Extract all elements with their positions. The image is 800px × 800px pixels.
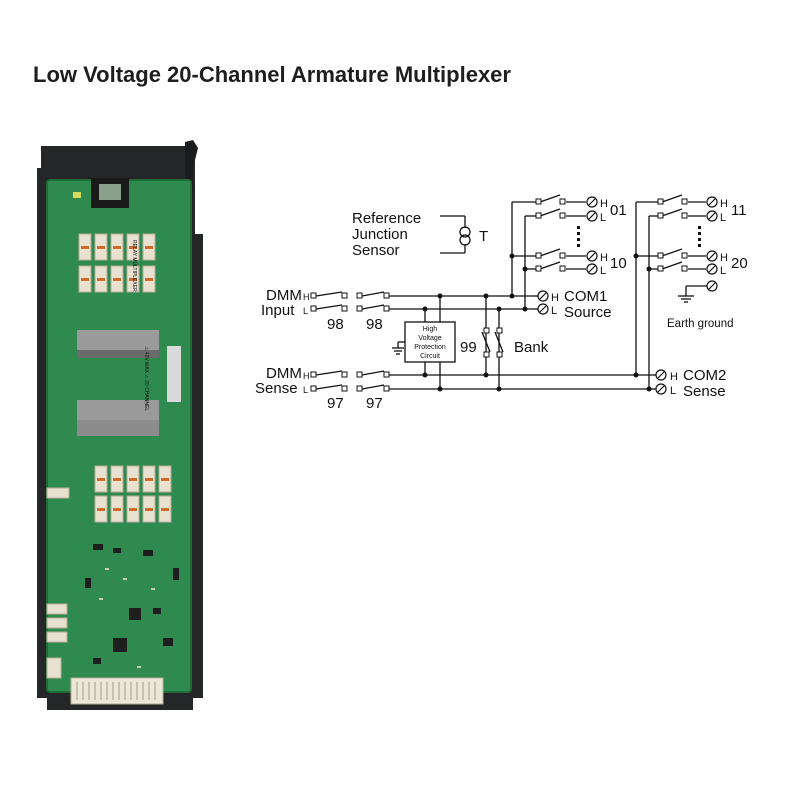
ch10-l: L xyxy=(600,265,606,277)
protection-line2: Voltage xyxy=(418,335,441,342)
relay-98-b: 98 xyxy=(366,316,383,333)
ch10-h: H xyxy=(600,252,608,264)
bank-label: Bank xyxy=(514,339,549,356)
dmm-sense-line2: Sense xyxy=(255,380,298,397)
dmm-sense-h: H xyxy=(303,371,310,381)
ref-sensor-line1: Reference xyxy=(352,210,421,227)
ch11-label: 11 xyxy=(731,202,747,219)
sense-label: Sense xyxy=(683,383,726,400)
relay-99-label: 99 xyxy=(460,339,477,356)
edge-connector xyxy=(70,677,164,705)
relay-98-a: 98 xyxy=(327,316,344,333)
com2-label: COM2 xyxy=(683,367,726,384)
label-sticker xyxy=(167,346,181,402)
ch20-label: 20 xyxy=(731,255,748,272)
ch01-h: H xyxy=(600,198,608,210)
ref-sensor-line2: Junction xyxy=(352,226,408,243)
dmm-input-h: H xyxy=(303,292,310,302)
ch11-l: L xyxy=(720,212,726,224)
terminal-strip-1 xyxy=(77,330,159,358)
ref-sensor-line3: Sensor xyxy=(352,242,400,259)
dmm-sense-l: L xyxy=(303,385,308,395)
ch01-l: L xyxy=(600,212,606,224)
com1-h: H xyxy=(551,292,559,304)
t-label: T xyxy=(479,228,488,245)
relay-97-a: 97 xyxy=(327,395,344,412)
multiplexer-schematic: Reference Junction Sensor T DMM Input H … xyxy=(255,194,748,412)
source-label: Source xyxy=(564,304,612,321)
ch20-h: H xyxy=(720,252,728,264)
pcb-warning-text: ⚠ 40V MAX ⚠ 20 CHANNEL xyxy=(143,346,149,411)
dmm-input-l: L xyxy=(303,306,308,316)
terminal-strip-3 xyxy=(77,420,159,436)
protection-line4: Circuit xyxy=(420,353,440,360)
earth-ground-label: Earth ground xyxy=(667,318,734,330)
dmm-input-line2: Input xyxy=(261,302,295,319)
ch11-h: H xyxy=(720,198,728,210)
com1-l: L xyxy=(551,305,557,317)
com1-label: COM1 xyxy=(564,288,607,305)
com2-l: L xyxy=(670,385,676,397)
relay-bank-top xyxy=(78,233,156,293)
dmm-sense-line1: DMM xyxy=(266,365,302,382)
ch20-l: L xyxy=(720,265,726,277)
protection-line3: Protection xyxy=(414,344,446,351)
protection-circuit-box xyxy=(404,321,456,363)
com2-h: H xyxy=(670,371,678,383)
relay-97-b: 97 xyxy=(366,395,383,412)
dmm-input-line1: DMM xyxy=(266,287,302,304)
protection-line1: High xyxy=(423,326,438,333)
pcb-silk-text: RELAY MULTIPLEXER xyxy=(131,240,137,292)
multiplexer-module-image: RELAY MULTIPLEXER ⚠ 40V MAX ⚠ 20 CHANNEL xyxy=(37,140,203,710)
page-title: Low Voltage 20-Channel Armature Multiple… xyxy=(33,62,511,87)
ch01-label: 01 xyxy=(610,202,627,219)
ch10-label: 10 xyxy=(610,255,627,272)
